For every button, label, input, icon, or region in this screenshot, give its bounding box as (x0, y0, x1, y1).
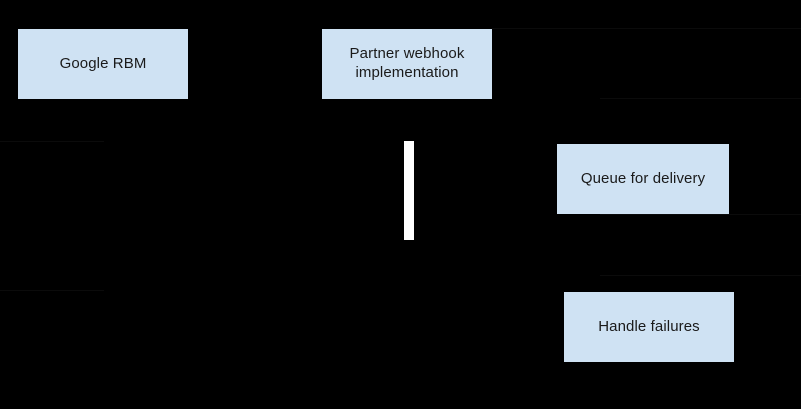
faint-line-bottom (600, 275, 801, 276)
faint-line-left-upper (0, 141, 104, 142)
node-queue-for-delivery[interactable]: Queue for delivery (557, 144, 729, 214)
faint-line-top-right (492, 28, 801, 29)
node-handle-failures[interactable]: Handle failures (564, 292, 734, 362)
faint-line-mid-right (600, 98, 801, 99)
faint-line-queue-bottom (600, 214, 801, 215)
node-handle-failures-label: Handle failures (598, 317, 700, 335)
node-partner-webhook[interactable]: Partner webhook implementation (322, 29, 492, 99)
node-queue-for-delivery-label: Queue for delivery (580, 169, 706, 187)
faint-line-left-lower (0, 290, 104, 291)
node-google-rbm[interactable]: Google RBM (18, 29, 188, 99)
node-partner-webhook-label: Partner webhook implementation (349, 45, 465, 81)
node-google-rbm-label: Google RBM (59, 54, 147, 72)
vertical-connector (404, 141, 414, 240)
